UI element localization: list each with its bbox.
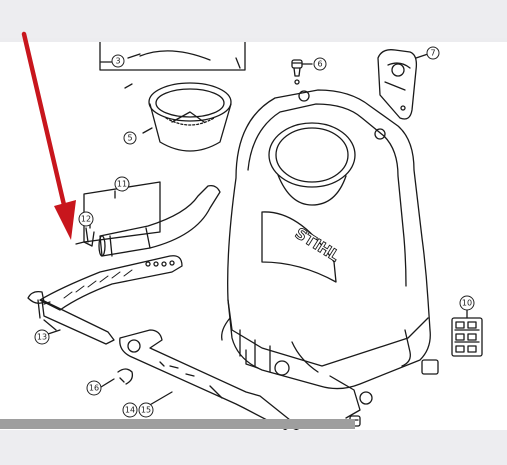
part-7-bracket <box>377 49 429 120</box>
callout-labels: 3 5 6 7 10 11 12 13 14 15 16 <box>34 46 475 418</box>
callout-10: 10 <box>462 299 472 308</box>
parts-diagram-sheet: STIHL 3 5 6 7 10 11 12 13 14 15 16 <box>0 42 507 430</box>
bottom-area <box>0 430 507 465</box>
horizontal-scroll-strip[interactable] <box>0 419 355 429</box>
callout-16: 16 <box>89 384 99 393</box>
exploded-parts-diagram: STIHL 3 5 6 7 10 11 12 13 14 15 16 <box>27 42 483 430</box>
callout-6: 6 <box>317 60 322 69</box>
part-16-clip <box>100 368 134 388</box>
top-toolbar-area <box>0 0 507 38</box>
callout-11: 11 <box>117 180 127 189</box>
callout-5: 5 <box>127 134 132 143</box>
part-12-pin <box>75 227 95 247</box>
part-10-label-sticker <box>451 307 483 357</box>
part-13-lever-rod <box>27 290 115 345</box>
part-5-strainer-basket <box>142 82 232 152</box>
callout-13: 13 <box>37 333 47 342</box>
callout-12: 12 <box>81 215 91 224</box>
part-3-lid-box <box>99 42 246 71</box>
part-14-15-shaft <box>119 329 301 430</box>
callout-3: 3 <box>115 57 120 66</box>
callout-15: 15 <box>141 406 151 415</box>
callout-14: 14 <box>125 406 135 415</box>
main-tank-body <box>221 89 439 419</box>
callout-7: 7 <box>430 49 435 58</box>
red-arrow-icon <box>21 31 76 240</box>
part-6-fitting <box>291 59 313 85</box>
